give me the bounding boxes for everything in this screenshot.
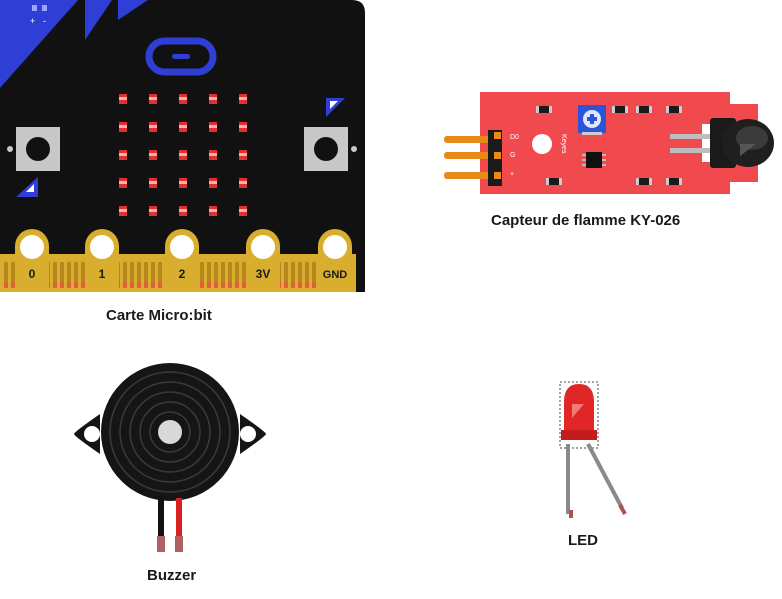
corner-triangle-mid	[85, 0, 112, 40]
mounting-hole	[532, 134, 552, 154]
pin-pad-1[interactable]: 1	[85, 229, 119, 292]
pin-label: 2	[179, 267, 186, 281]
led	[550, 374, 640, 524]
led-caption: LED	[568, 532, 598, 549]
led-dome-icon	[564, 384, 594, 440]
button-a[interactable]	[7, 127, 60, 171]
button-b[interactable]	[304, 127, 357, 171]
corner-triangle-left	[0, 0, 78, 88]
plus-mark: +	[30, 16, 35, 26]
pin-pad-0[interactable]: 0	[15, 229, 49, 292]
flame-sensor-caption: Capteur de flamme KY-026	[491, 212, 681, 229]
pin-pad-2[interactable]: 2	[165, 229, 199, 292]
comparator-chip-icon	[582, 152, 606, 168]
microbit-logo-icon	[145, 37, 217, 76]
smd-components	[536, 106, 682, 185]
pin-label: 0	[29, 267, 36, 281]
buzzer-wire-red	[176, 498, 182, 540]
pin-label-plus: +	[510, 171, 514, 178]
pin-label-d0: D0	[510, 134, 519, 141]
buzzer-caption: Buzzer	[147, 567, 197, 584]
pin-label: 1	[99, 267, 106, 281]
pin-label: 3V	[256, 267, 271, 281]
pin-label-g: G	[510, 152, 515, 159]
flame-ir-receiver-icon	[710, 118, 774, 168]
minus-mark: -	[43, 16, 46, 26]
header-pins	[444, 130, 502, 186]
flame-sensor-module: D0 G + Keyes	[440, 88, 780, 198]
microbit-board: + - 0 1 2 3V GND	[0, 0, 370, 296]
buzzer-wire-black	[158, 498, 164, 540]
buzzer-sound-hole	[158, 420, 182, 444]
led-matrix	[119, 94, 247, 216]
buzzer	[70, 358, 270, 558]
mount-hole-right	[240, 426, 256, 442]
sensor-board	[480, 92, 758, 194]
brand-label: Keyes	[560, 134, 567, 154]
pin-pad-3v[interactable]: 3V	[246, 229, 280, 292]
mount-hole-left	[84, 426, 100, 442]
microbit-caption: Carte Micro:bit	[106, 307, 212, 324]
potentiometer-icon	[578, 105, 606, 135]
pin-label: GND	[323, 269, 348, 281]
pin-pad-gnd[interactable]: GND	[318, 229, 352, 292]
corner-triangle-right	[118, 0, 148, 20]
